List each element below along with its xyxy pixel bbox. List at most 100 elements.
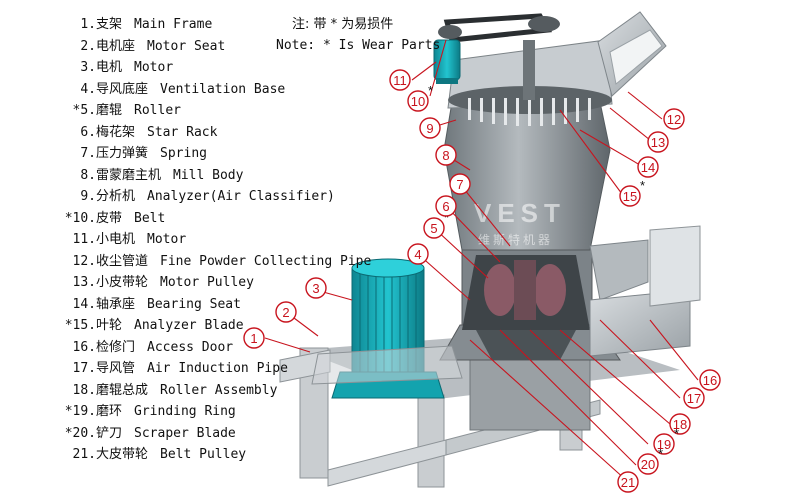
legend-english-name: Air Induction Pipe xyxy=(147,361,288,376)
callout-circle xyxy=(449,173,471,195)
legend-chinese-name: 检修门 xyxy=(96,339,136,355)
callout-circle xyxy=(389,69,411,91)
callout-circle xyxy=(699,369,721,391)
callout-1: 1 xyxy=(243,327,265,349)
callout-15: 15* xyxy=(619,178,645,207)
legend-number: 8. xyxy=(80,167,96,183)
callout-label: 13 xyxy=(651,135,665,150)
callout-label: 18 xyxy=(673,417,687,432)
legend-english-name: Scraper Blade xyxy=(134,425,236,441)
legend-number: 2. xyxy=(80,38,96,54)
callout-circle xyxy=(243,327,265,349)
legend-chinese-name: 电机座 xyxy=(96,38,136,54)
callout-12: 12 xyxy=(663,108,685,130)
legend-chinese-name: 收尘管道 xyxy=(96,253,149,269)
legend-chinese-name: 压力弹簧 xyxy=(96,146,149,161)
callout-circle xyxy=(669,413,691,435)
callout-13: 13 xyxy=(647,131,669,153)
callout-label: 5 xyxy=(430,221,437,236)
legend-english-name: Mill Body xyxy=(173,167,244,183)
callout-21: 21 xyxy=(617,471,639,493)
callout-label: 12 xyxy=(667,112,681,127)
wear-star-icon: * xyxy=(674,426,679,441)
callout-10: 10* xyxy=(407,83,433,112)
main-motor xyxy=(311,258,463,399)
legend-number: 11. xyxy=(72,232,96,247)
legend-item: 17.导风管 Air Induction Pipe xyxy=(0,358,380,380)
legend-english-name: Main Frame xyxy=(134,17,213,32)
legend-number: 1. xyxy=(80,17,96,32)
legend-chinese-name: 磨辊总成 xyxy=(96,382,149,398)
legend-chinese-name: 大皮带轮 xyxy=(96,447,149,462)
callout-label: 21 xyxy=(621,475,635,490)
legend-english-name: Fine Powder Collecting Pipe xyxy=(160,253,372,269)
callout-4: 4 xyxy=(407,243,429,265)
legend-number: 18. xyxy=(72,382,96,398)
small-motor xyxy=(433,39,461,84)
callout-circle xyxy=(637,156,659,178)
legend-item: 16.检修门 Access Door xyxy=(0,337,380,359)
legend-number: 7. xyxy=(80,146,96,161)
callout-label: 1 xyxy=(250,331,257,346)
callout-3: 3 xyxy=(305,277,327,299)
legend-chinese-name: 叶轮 xyxy=(96,318,123,333)
note-cn: 注: 带 * 为易损件 xyxy=(292,17,394,32)
legend-english-name: Roller Assembly xyxy=(160,382,278,398)
legend-number: 14. xyxy=(72,296,96,312)
legend-chinese-name: 磨辊 xyxy=(96,103,123,118)
callout-14: 14 xyxy=(637,156,659,178)
legend-english-name: Grinding Ring xyxy=(134,404,236,419)
legend-number: 3. xyxy=(80,60,96,75)
callout-label: 3 xyxy=(312,281,319,296)
callout-circle xyxy=(305,277,327,299)
legend-number: *5. xyxy=(72,103,96,118)
callout-label: 20 xyxy=(641,457,655,472)
air-induction-pipe xyxy=(589,225,701,357)
legend-number: 17. xyxy=(72,361,96,376)
callout-circle xyxy=(653,433,675,455)
callout-label: 4 xyxy=(414,247,421,262)
callout-7: 7 xyxy=(449,173,471,195)
callout-circle xyxy=(275,301,297,323)
callout-circle xyxy=(423,217,445,239)
callout-label: 19 xyxy=(657,437,671,452)
wear-star-icon: * xyxy=(428,83,433,98)
legend-english-name: Access Door xyxy=(147,339,234,355)
callout-circle xyxy=(435,144,457,166)
callout-label: 11 xyxy=(393,73,407,88)
legend-english-name: Belt xyxy=(134,210,166,226)
legend-english-name: Motor xyxy=(134,60,174,75)
legend-english-name: Motor Seat xyxy=(147,38,226,54)
legend-number: 16. xyxy=(72,339,96,355)
callout-circle xyxy=(435,195,457,217)
legend-chinese-name: 导风管 xyxy=(96,361,136,376)
callout-20: 20* xyxy=(637,446,663,475)
legend-number: *19. xyxy=(64,404,96,419)
legend-english-name: Ventilation Base xyxy=(160,81,286,97)
legend-number: *20. xyxy=(64,425,96,441)
callout-11: 11 xyxy=(389,69,411,91)
watermark-cn: 维斯特机器 xyxy=(478,232,553,247)
callout-circle xyxy=(619,185,641,207)
legend-english-name: Roller xyxy=(134,103,181,118)
legend-number: *15. xyxy=(64,318,96,333)
legend-english-name: Belt Pulley xyxy=(160,447,247,462)
callout-label: 6 xyxy=(442,199,449,214)
callout-circle xyxy=(419,117,441,139)
callout-label: 16 xyxy=(703,373,717,388)
callout-label: 15 xyxy=(623,189,637,204)
callout-9: 9 xyxy=(419,117,441,139)
callout-label: 2 xyxy=(282,305,289,320)
